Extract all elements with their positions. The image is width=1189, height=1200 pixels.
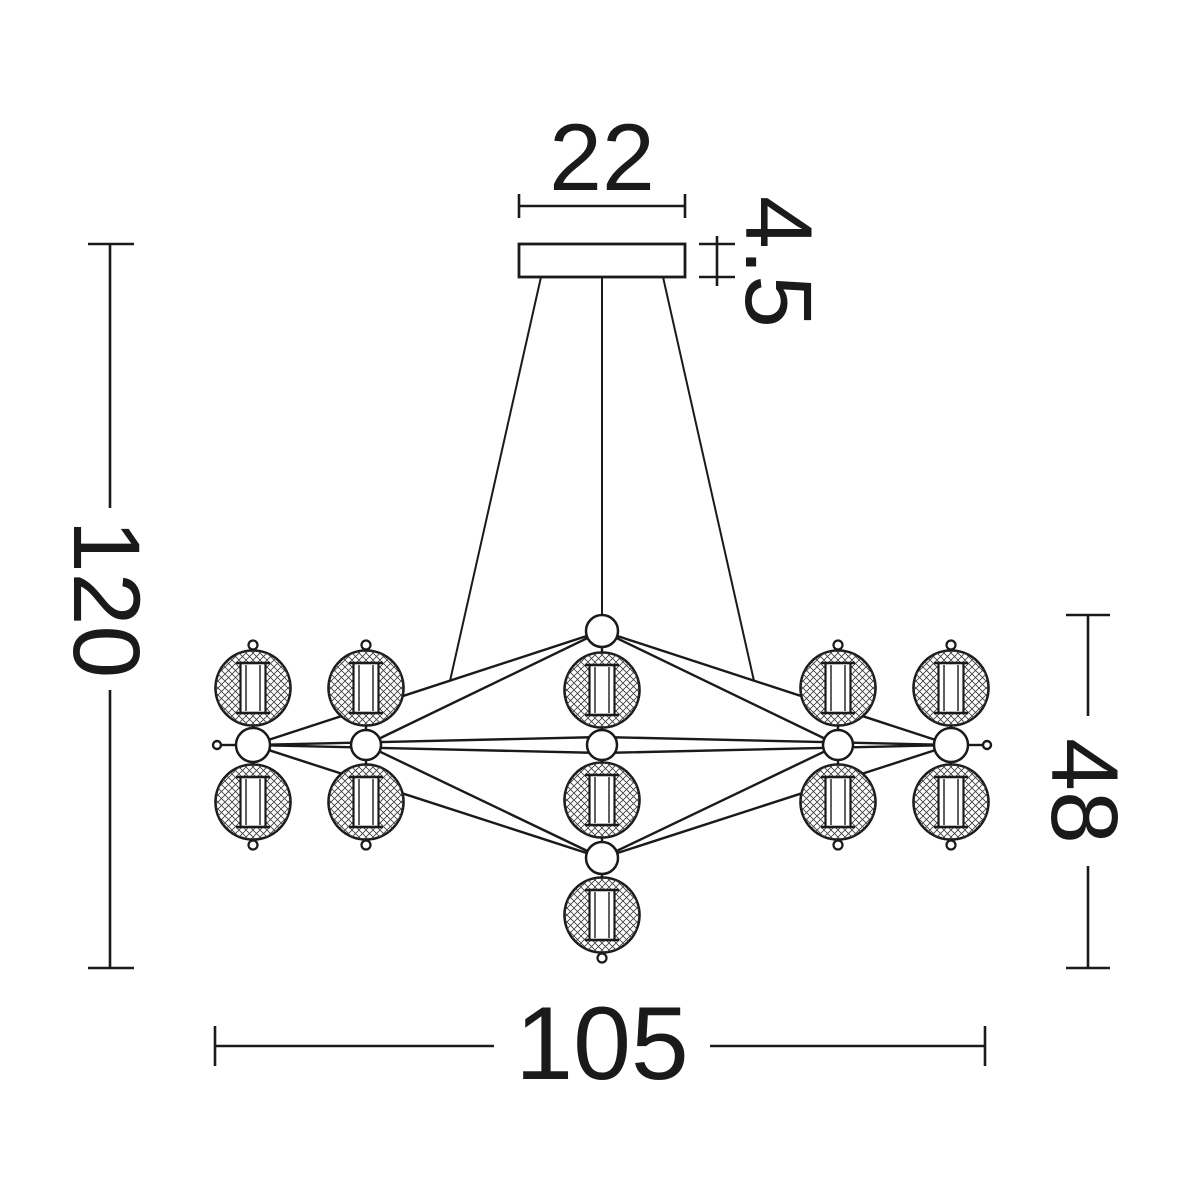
lamp-globes [214, 649, 990, 954]
finial-nub [596, 952, 608, 964]
lamp-globe [214, 763, 292, 841]
finial-nub [360, 839, 372, 851]
lamp-globe [912, 649, 990, 727]
lamp-globe [563, 876, 641, 954]
lamp-globe [563, 651, 641, 729]
hub-sphere [932, 726, 970, 764]
frame-rod [252, 629, 603, 747]
hanging-wire-right [662, 276, 755, 682]
dimension-body-height [1066, 613, 1110, 970]
dimension-label-body-height: 48 [1031, 738, 1137, 844]
dimension-label-canopy-width: 22 [549, 105, 655, 211]
dimension-total-height [88, 242, 134, 970]
frame-rod [252, 743, 603, 860]
hub-sphere [234, 726, 272, 764]
dimension-label-canopy-height: 4.5 [725, 196, 831, 328]
frame-rod [365, 743, 603, 860]
finial-nub [832, 839, 844, 851]
finial-nub [945, 639, 957, 651]
finial-nub [247, 639, 259, 651]
dimension-label-total-height: 120 [53, 520, 159, 679]
finial-nub [832, 639, 844, 651]
lamp-globe [799, 649, 877, 727]
frame-rod [365, 629, 603, 747]
top-center-sphere [584, 613, 620, 649]
arm-tip-ball [211, 739, 223, 751]
dimension-label-fixture-width: 105 [515, 986, 689, 1102]
lamp-globe [912, 763, 990, 841]
dimension-fixture-width [213, 1026, 987, 1066]
finial-nub [247, 839, 259, 851]
hub-sphere [585, 728, 619, 762]
ceiling-canopy [517, 242, 687, 279]
bottom-center-sphere [584, 840, 620, 876]
frame-hubs [234, 613, 970, 876]
frame-rod [601, 629, 952, 747]
dimension-canopy-height [699, 236, 735, 286]
lamp-globe [327, 649, 405, 727]
lamp-globe [327, 763, 405, 841]
lamp-globe [214, 649, 292, 727]
arm-tip-ball [981, 739, 993, 751]
frame-rod [601, 743, 952, 860]
hub-sphere [821, 728, 855, 762]
frame-rod [601, 629, 839, 747]
hanging-wire-left [449, 276, 542, 682]
dimension-canopy-width [517, 194, 687, 218]
lamp-globe [799, 763, 877, 841]
finial-nub [360, 639, 372, 651]
finial-nub [945, 839, 957, 851]
hub-sphere [349, 728, 383, 762]
lamp-globe [563, 761, 641, 839]
suspension [449, 242, 755, 682]
frame-rod [601, 743, 839, 860]
